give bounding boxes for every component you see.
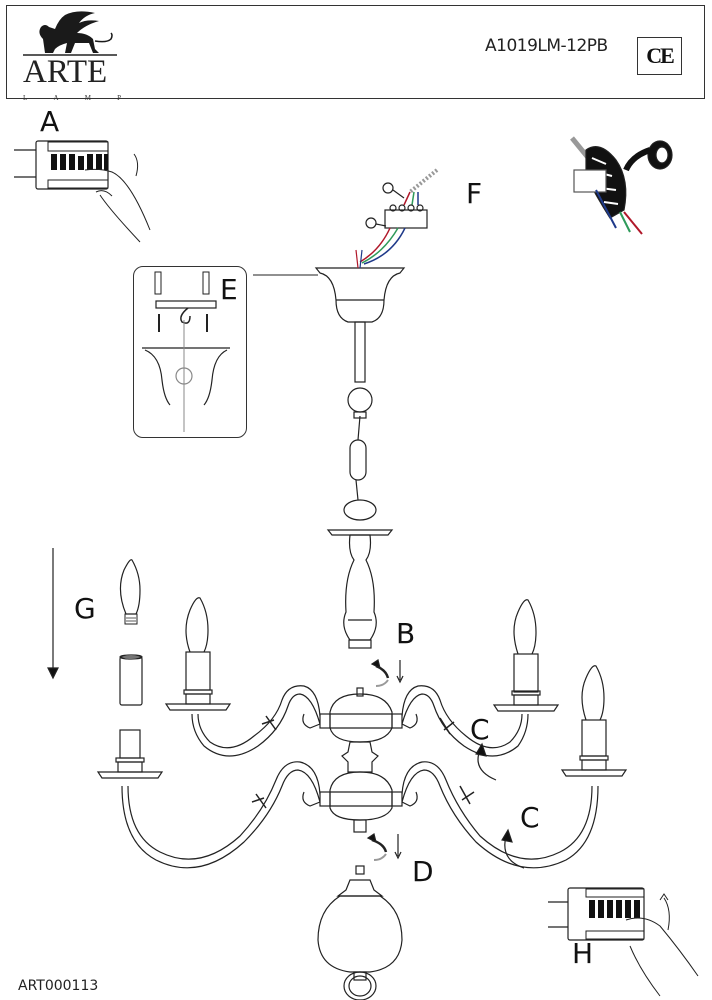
step-label-e: E: [220, 273, 238, 306]
ceiling-canopy: [314, 249, 406, 323]
down-arrow-icon: [47, 548, 59, 680]
ceiling-mount-inset: [133, 266, 247, 438]
lower-arm-left: [121, 761, 321, 869]
logo-letter: L: [23, 94, 28, 102]
step-label-a: A: [40, 105, 60, 138]
candle-lower-right: [560, 665, 628, 777]
step-label-d: D: [412, 855, 434, 888]
rotate-arrow-icon: [370, 659, 390, 687]
step-label-g: G: [74, 592, 96, 625]
insulating-tape-icon: [570, 136, 673, 235]
brand-logo-text: ARTE: [23, 54, 108, 90]
lower-arm-body: [319, 771, 403, 833]
suspension-chain: [343, 321, 377, 521]
chandelier-stem: [326, 529, 394, 649]
step-label-f: F: [466, 177, 483, 210]
logo-letter: M: [84, 94, 91, 102]
brand-logo-subtext: L A M P: [23, 94, 121, 102]
ce-mark-text: CE: [646, 43, 675, 68]
candle-lower-left: [96, 729, 164, 779]
candle-sleeve-icon: [119, 654, 143, 706]
step-label-h: H: [572, 937, 594, 970]
step-label-c-lower: C: [520, 801, 540, 834]
decorative-leaf-icon: [302, 713, 418, 807]
ce-mark-icon: CE: [637, 37, 682, 75]
breaker-panel-on-icon: [548, 887, 699, 997]
down-arrow-icon: [394, 834, 402, 860]
lower-arm-right: [401, 761, 599, 869]
upper-arm-left: [191, 685, 321, 757]
header-frame: ARTE L A M P A1019LM-12PB CE: [6, 5, 705, 102]
model-number: A1019LM-12PB: [485, 36, 608, 56]
winged-lion-icon: [23, 11, 117, 56]
rotate-arrow-icon: [366, 833, 388, 861]
logo-letter: A: [53, 94, 59, 102]
step-label-c-upper: C: [470, 713, 490, 746]
bulb-icon: [119, 559, 141, 625]
upper-arm-right: [401, 685, 529, 757]
terminal-block-wiring-icon: [359, 168, 439, 265]
candle-upper-right: [492, 599, 560, 712]
logo-letter: P: [117, 94, 121, 102]
rotate-arrow-icon: [475, 742, 525, 869]
breaker-panel-off-icon: [14, 140, 151, 243]
candle-upper-left: [164, 597, 232, 711]
down-arrow-icon: [396, 660, 404, 684]
document-code: ART000113: [18, 978, 99, 994]
bottom-finial: [317, 865, 403, 1000]
upper-arm-body: [319, 687, 403, 773]
ceiling-mount-detail-icon: [142, 271, 230, 432]
step-label-b: B: [396, 617, 416, 650]
